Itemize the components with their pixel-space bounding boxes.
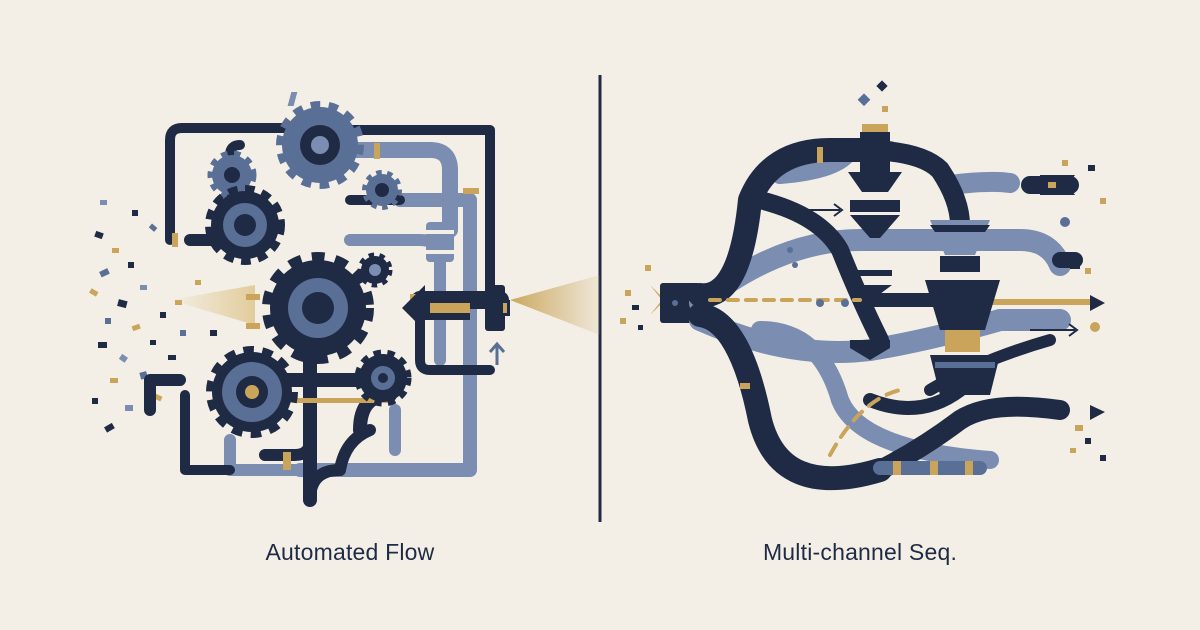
arrow-icon: [1090, 295, 1105, 311]
multi-channel-sequence: [620, 80, 1106, 491]
scatter-confetti-right: [1060, 160, 1106, 461]
gear-icon: [207, 150, 257, 200]
pipe-valve: [426, 222, 454, 262]
gear-icon: [354, 349, 412, 407]
gear-icon: [205, 185, 285, 265]
arrow-icon: [1040, 175, 1075, 195]
gear-icon: [276, 101, 364, 189]
input-light-beam: [170, 285, 255, 325]
funnel-icon: [848, 124, 902, 360]
funnel-icon: [925, 220, 1000, 395]
gear-icon: [362, 170, 402, 210]
scatter-confetti-entry: [620, 265, 651, 330]
gear-icon: [206, 346, 298, 438]
caption-automated-flow: Automated Flow: [265, 539, 435, 565]
scatter-confetti-top: [857, 80, 888, 112]
arrow-icon: [402, 285, 470, 331]
caption-multi-channel-sequence: Multi-channel Seq.: [762, 539, 958, 565]
output-nozzle: [485, 285, 510, 331]
arrow-icon: [1090, 405, 1105, 420]
gear-icon: [262, 252, 374, 364]
gear-icon: [357, 252, 393, 288]
automated-flow-machine: [89, 92, 510, 507]
output-light-beam: [510, 275, 600, 335]
